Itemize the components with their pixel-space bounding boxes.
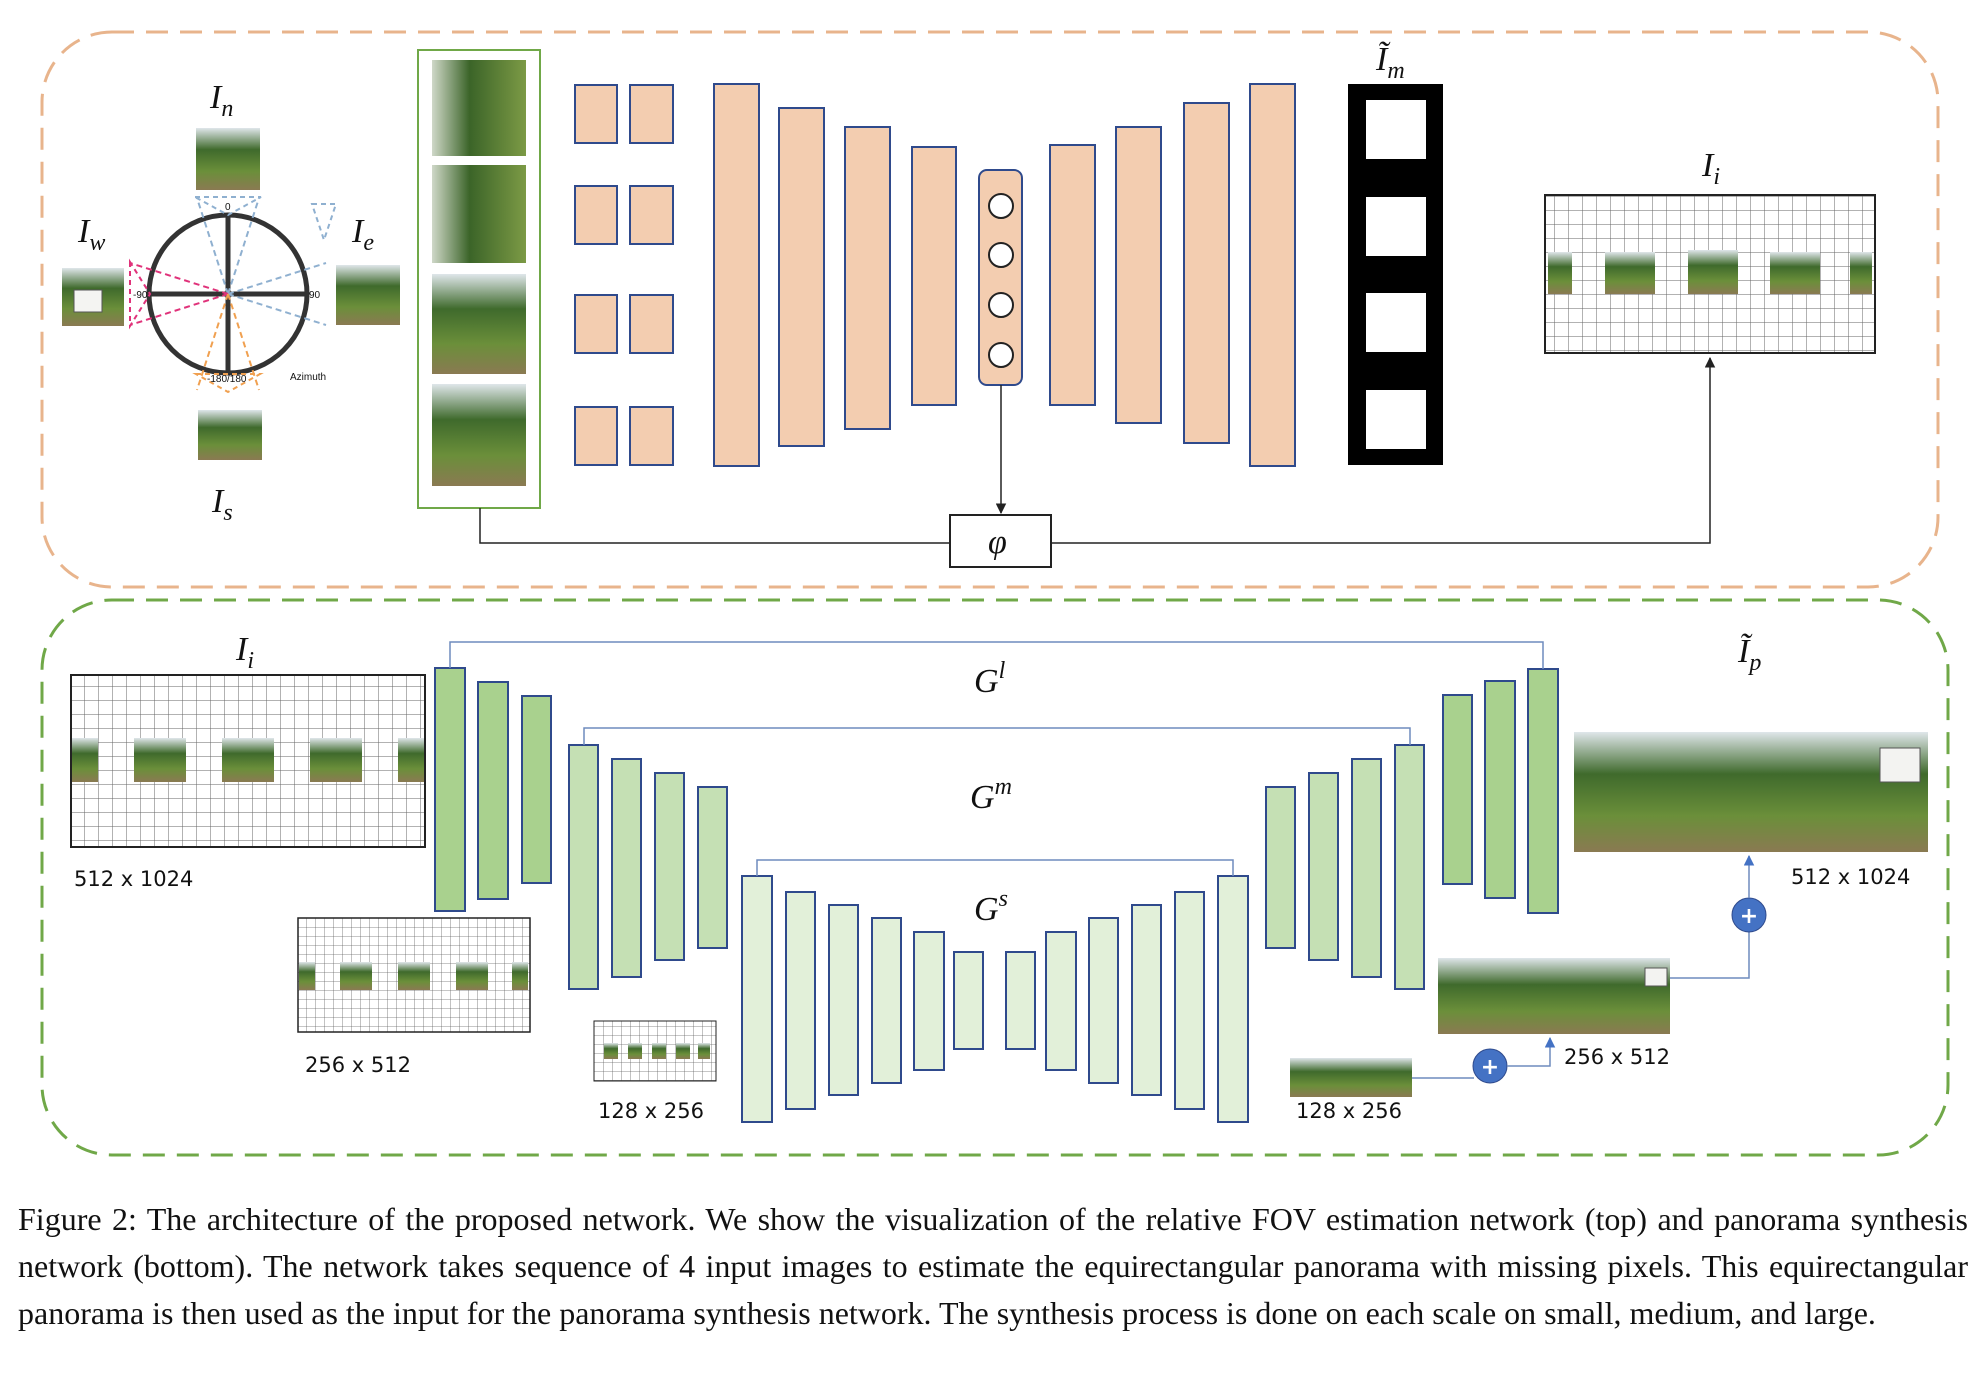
size-large-input: 512 x 1024 — [74, 867, 193, 891]
size-large-output: 512 x 1024 — [1791, 865, 1910, 889]
east-view-label: Ie — [351, 213, 374, 256]
svg-text:+: + — [1481, 1055, 1499, 1080]
architecture-figure: 0 90 -90 -180/180 Azimuth In Ie Iw Is — [40, 30, 1950, 1157]
bottleneck-nodes — [988, 193, 1014, 368]
north-view-image — [196, 128, 260, 190]
generator-large-encoder — [434, 667, 552, 912]
figure-caption: Figure 2: The architecture of the propos… — [18, 1201, 1968, 1331]
output-panorama-small — [1290, 1058, 1412, 1097]
west-view-label: Iw — [77, 213, 105, 256]
mask-output — [1348, 84, 1443, 465]
generator-small-encoder — [741, 875, 984, 1123]
output-panorama-large — [1574, 732, 1928, 852]
generator-small-decoder — [1005, 875, 1249, 1123]
south-view-image — [198, 410, 262, 460]
input-panorama-label: Ii — [235, 631, 254, 674]
fov-encoder — [713, 83, 957, 467]
input-panorama-medium — [297, 917, 531, 1033]
input-image-4 — [432, 384, 526, 486]
azimuth-deg-bottom: -180/180 — [207, 374, 247, 385]
output-panorama-label: Ĩp — [1737, 633, 1761, 676]
input-panorama-large — [70, 674, 426, 848]
input-image-2 — [432, 165, 526, 263]
generator-large-label: Gl — [974, 658, 1006, 700]
output-panorama-medium — [1438, 958, 1670, 1034]
input-image-1 — [432, 60, 526, 156]
svg-text:+: + — [1740, 904, 1758, 929]
phi-box — [949, 514, 1052, 568]
east-view-image — [336, 265, 400, 325]
generator-small-label: Gs — [974, 886, 1008, 928]
generator-medium-decoder — [1265, 744, 1425, 990]
skip-connection-medium — [583, 727, 1411, 745]
input-image-3 — [432, 274, 526, 374]
azimuth-deg-top: 0 — [225, 202, 231, 213]
equirect-panorama-top — [1544, 194, 1876, 354]
bottom-panel-border — [40, 598, 1950, 1157]
top-panel-border — [40, 30, 1940, 589]
azimuth-deg-left: -90 — [133, 290, 148, 301]
generator-medium-label: Gm — [970, 774, 1012, 816]
skip-connection-large — [449, 641, 1544, 669]
size-small-output: 128 x 256 — [1296, 1099, 1402, 1123]
generator-large-decoder — [1442, 668, 1559, 914]
size-medium-input: 256 x 512 — [305, 1053, 411, 1077]
north-view-label: In — [209, 79, 233, 122]
azimuth-compass: 0 90 -90 -180/180 Azimuth — [129, 196, 338, 394]
size-medium-output: 256 x 512 — [1564, 1045, 1670, 1069]
azimuth-label: Azimuth — [290, 372, 326, 383]
encoder-small-blocks — [574, 84, 674, 466]
skip-connection-small — [756, 859, 1234, 876]
input-panorama-small — [593, 1020, 717, 1082]
phi-label: φ — [988, 524, 1007, 561]
size-small-input: 128 x 256 — [598, 1099, 704, 1123]
equirect-label-top: Ii — [1701, 147, 1720, 190]
fov-decoder — [1049, 83, 1296, 467]
azimuth-deg-right: 90 — [309, 290, 321, 301]
generator-medium-encoder — [568, 744, 728, 990]
south-view-label: Is — [211, 483, 233, 526]
mask-label: Ĩm — [1375, 41, 1405, 84]
input-sequence-frame — [417, 49, 541, 509]
